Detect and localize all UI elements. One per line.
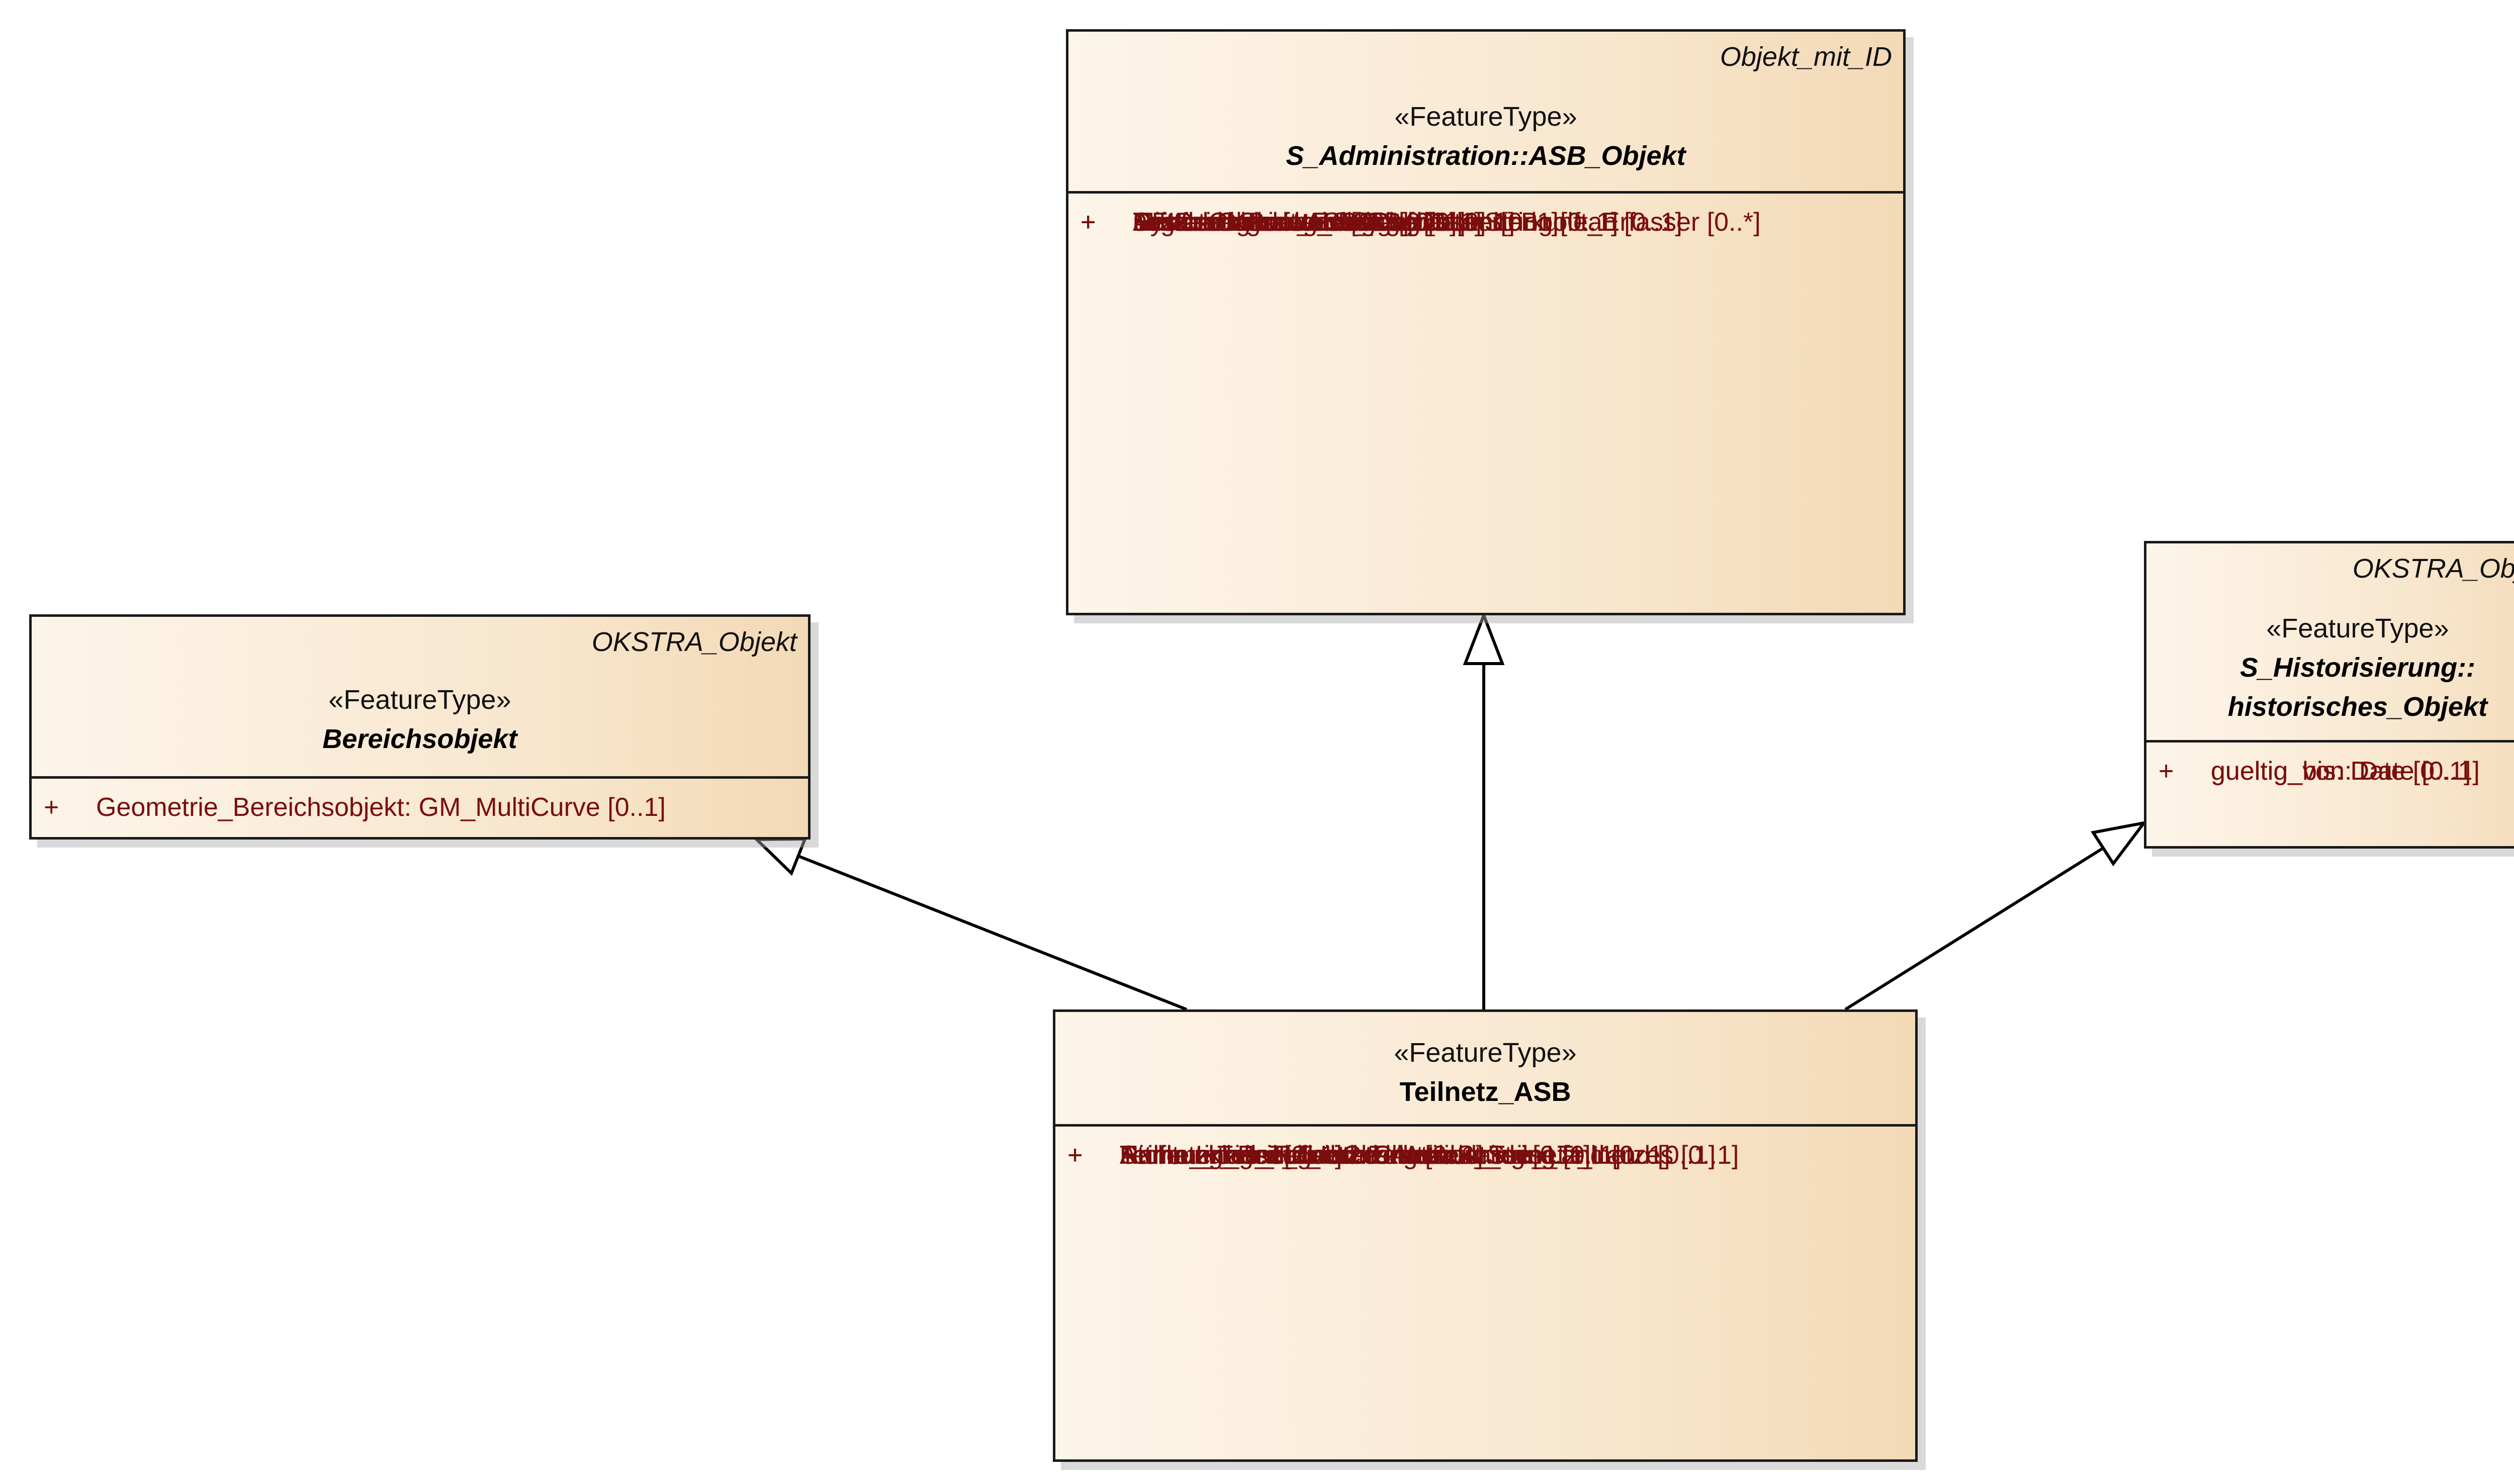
attribute-text: RFID: CharacterString [0..1] [1133,208,1457,237]
generalization-teilnetz-to-asb-objekt [1463,611,1505,1009]
visibility-marker: + [1081,208,1096,237]
stereotype-label: «FeatureType» [2266,613,2449,643]
generalization-teilnetz-to-bereichsobjekt [753,837,1188,1011]
visibility-marker: + [1067,1141,1083,1170]
attribute-text: Systemdatum: ASB_Datum [0..1] [1133,208,1515,237]
class-header: «FeatureType» Teilnetz_ASB [1055,1012,1915,1127]
attribute-text: Stufe: Integer [0..1] [1120,1141,1342,1170]
parent-class-tag: Objekt_mit_ID [1720,42,1892,72]
attribute-text: Textfeld: CharacterString [0..1] [1133,208,1486,237]
attribute-text: unscharf: Boolean [0..1] [1133,208,1409,237]
attribute-text: Migrationshinweise: CharacterString [0..… [1133,208,1619,237]
attribute-text: Datenherkunft_Erfasser: Datenherkunft_Er… [1133,208,1761,237]
class-teilnetz-asb[interactable]: «FeatureType» Teilnetz_ASB + Teilnetzklas… [1053,1009,1918,1462]
attribute-text: gueltig_von: Date [0..1] [2211,757,2480,786]
visibility-marker: + [1081,208,1096,237]
visibility-marker: + [44,793,59,822]
generalization-teilnetz-to-historisches-objekt [1844,820,2148,1011]
visibility-marker: + [1081,208,1096,237]
attribute-text: gueltig_bis: Date [0..1] [2211,757,2471,786]
attribute-compartment: + Geometrie_Bereichsobjekt: GM_MultiCurve… [32,779,808,822]
class-header: Objekt_mit_ID «FeatureType» S_Administra… [1068,32,1903,194]
visibility-marker: + [1081,208,1096,237]
class-bereichsobjekt[interactable]: OKSTRA_Objekt «FeatureType» Bereichsobje… [29,614,811,840]
visibility-marker: + [1067,1141,1083,1170]
visibility-marker: + [1081,208,1096,237]
visibility-marker: + [1067,1141,1083,1170]
visibility-marker: + [1067,1141,1083,1170]
visibility-marker: + [1081,208,1096,237]
stereotype-label: «FeatureType» [328,685,511,715]
visibility-marker: + [1067,1141,1083,1170]
stereotype-label: «FeatureType» [1394,102,1577,132]
class-name: historisches_Objekt [2227,692,2488,722]
attribute-text: Richtung: Bezugsrichtung [0..1] [1120,1141,1483,1170]
attribute-text: Name: CharacterString [0..1] [1133,208,1466,237]
attribute-text: Attribut_des_Teilnetzes: Attribut_des_Te… [1120,1141,1739,1170]
visibility-marker: + [1067,1141,1083,1170]
visibility-marker: + [1081,208,1096,237]
visibility-marker: + [2159,757,2174,786]
class-name: Bereichsobjekt [322,724,517,754]
class-header: OKSTRA_Objekt «FeatureType» S_Historisie… [2146,543,2514,743]
attribute-compartment: +Name: CharacterString [0..1] +Erfassung… [1068,194,1903,237]
class-historisches-objekt[interactable]: OKSTRA_Objekt «FeatureType» S_Historisie… [2144,541,2514,849]
attribute-text: Teilnetzklasse: Teilnetzklasse [1120,1141,1460,1170]
attribute-text: Datenerfassung_abgeschlossen: Boolean [0… [1133,208,1682,237]
class-name: S_Administration::ASB_Objekt [1286,141,1686,171]
visibility-marker: + [1067,1141,1083,1170]
class-asb-objekt[interactable]: Objekt_mit_ID «FeatureType» S_Administra… [1066,29,1906,615]
parent-class-tag: OKSTRA_Objekt [591,627,797,657]
attribute-text: Aenderungsdatum: Date [0..1] [1133,208,1482,237]
visibility-marker: + [1081,208,1096,237]
attribute-text: Attribut_Teilnetz_Land: Attribut_Teilnet… [1120,1141,1716,1170]
visibility-marker: + [1067,1141,1083,1170]
attribute-text: Teilnetzklasse_Land: Teilnetzklasse_Land… [1120,1141,1670,1170]
visibility-marker: + [1081,208,1096,237]
parent-class-tag: OKSTRA_Objekt [2352,553,2514,584]
attribute-text: Name_in_Teilnetz: CharacterString [0..1] [1120,1141,1591,1170]
attribute-text: Geometrie_Bereichsobjekt: GM_MultiCurve … [96,793,666,822]
class-name: S_Historisierung:: [2239,653,2476,683]
visibility-marker: + [1081,208,1096,237]
stereotype-label: «FeatureType» [1394,1038,1577,1068]
visibility-marker: + [2159,757,2174,786]
class-header: OKSTRA_Objekt «FeatureType» Bereichsobje… [32,617,808,779]
attribute-compartment: +gueltig_von: Date [0..1] +gueltig_bis: … [2146,743,2514,786]
attribute-compartment: +Teilnetzklasse: Teilnetzklasse +Teilnet… [1055,1127,1915,1170]
attribute-text: Erfassungsdatum: ASB_Datum [0..1] [1133,208,1559,237]
class-name: Teilnetz_ASB [1399,1077,1571,1107]
attribute-text: Nummer_in_Teilnetz: CharacterString [0..… [1120,1141,1622,1170]
